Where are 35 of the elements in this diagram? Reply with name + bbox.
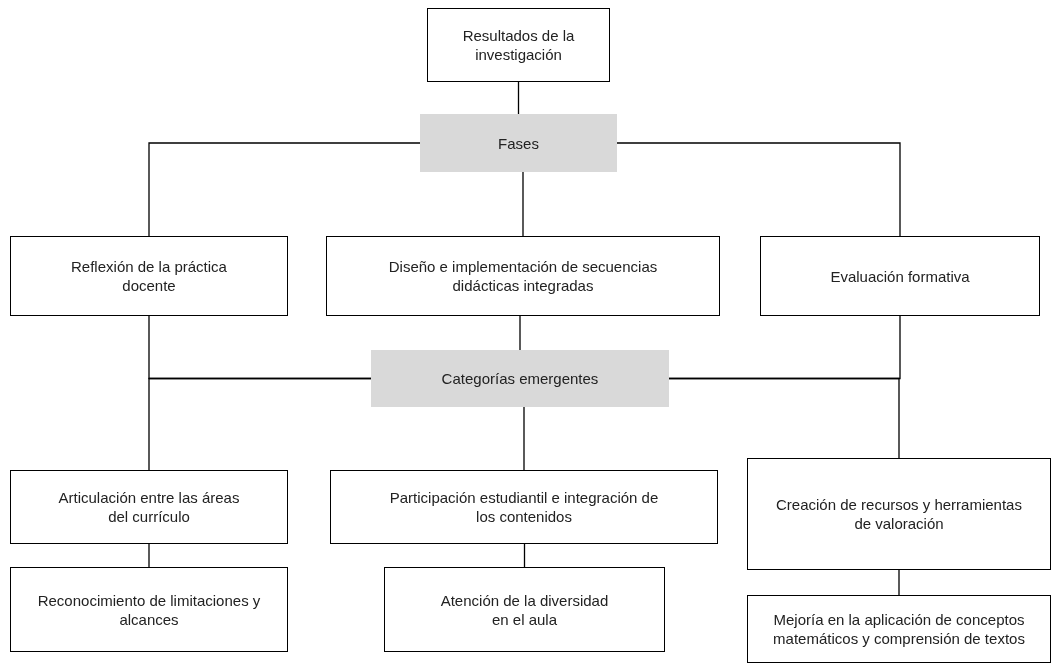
node-text: Diseño e implementación de secuencias didácticas integradas (387, 257, 659, 295)
process-box (747, 458, 1051, 570)
node-text: Creación de recursos y herramientas de valoración (775, 495, 1023, 533)
node-text: Reflexión de la práctica docente (70, 257, 228, 295)
process-box (10, 567, 288, 652)
connector-line (519, 315, 521, 351)
connector-line (668, 377, 900, 459)
connector-line (523, 406, 525, 471)
connector-line (148, 377, 372, 471)
connector-line (523, 543, 526, 568)
process-box (326, 236, 720, 316)
category-box (420, 114, 617, 172)
node-text: Atención de la diversidad en el aula (439, 590, 610, 629)
connector-line (148, 142, 421, 237)
process-box (760, 236, 1040, 316)
process-box (10, 236, 288, 316)
connector-line (522, 171, 524, 237)
process-box (427, 8, 610, 82)
node-text: Evaluación formativa (830, 266, 970, 286)
process-box (747, 595, 1051, 663)
connector-line (148, 543, 150, 568)
node-text: Fases (498, 133, 539, 153)
connector-line (517, 81, 520, 115)
node-text: Resultados de la investigación (461, 26, 576, 64)
node-text: Articulación entre las áreas del currículo (57, 488, 241, 526)
process-box (10, 470, 288, 544)
node-text: Mejoría en la aplicación de conceptos matemáticos y comprensión de textos (772, 610, 1026, 648)
connector-line (616, 142, 901, 237)
node-text: Reconocimiento de limitaciones y alcances (36, 590, 262, 629)
node-text: Participación estudiantil e integración de los contenidos (388, 488, 660, 526)
connector-line (898, 569, 900, 596)
process-box (384, 567, 665, 652)
node-text: Categorías emergentes (441, 369, 599, 388)
process-box (330, 470, 718, 544)
category-box (371, 350, 669, 407)
